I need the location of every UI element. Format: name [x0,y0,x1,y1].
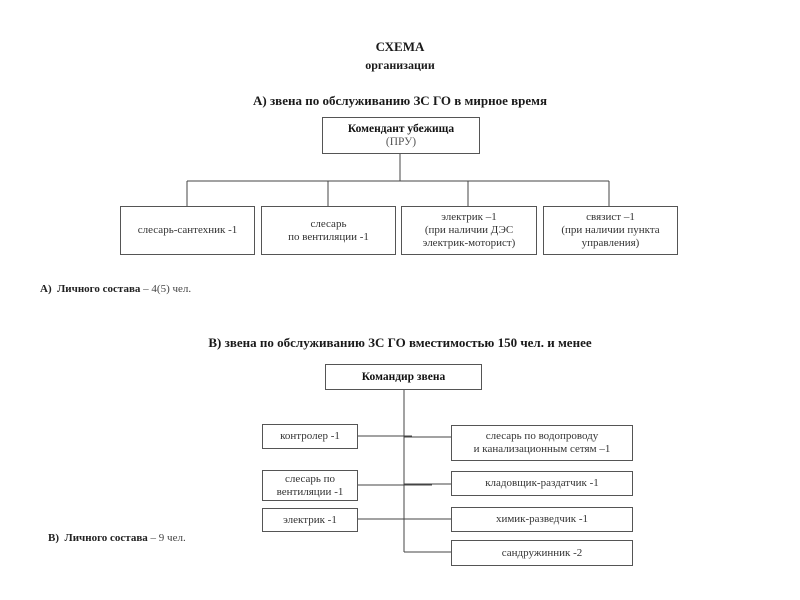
plumber-box: слесарь-сантехник -1 [120,206,255,255]
section-b-staff-note: В) Личного состава – 9 чел. [48,532,186,544]
note-prefix: В) [48,532,59,544]
commandant-box: Комендант убежища (ПРУ) [322,117,480,154]
signalman-box: связист –1 (при наличии пункта управлени… [543,206,678,255]
note-prefix: А) [40,283,52,295]
water-sewer-fitter-box: слесарь по водопроводу и канализационным… [451,425,633,461]
signalman-label-2: (при наличии пункта [561,224,660,236]
electrician-b-box: электрик -1 [262,508,358,532]
section-b-heading: В) звена по обслуживанию ЗС ГО вместимос… [208,335,592,350]
note-label: Личного состава [64,532,148,544]
note-value: – 9 чел. [150,532,186,544]
storekeeper-box: кладовщик-раздатчик -1 [451,471,633,496]
chemical-scout-box: химик-разведчик -1 [451,507,633,532]
commandant-title: Комендант убежища [347,122,455,135]
electrician-b-label: электрик -1 [283,513,337,526]
ventilation-fitter-label-1: слесарь [310,217,347,230]
electrician-box: электрик –1 (при наличии ДЭС электрик-мо… [401,206,537,255]
ventilation-fitter-b-label-2: вентиляции -1 [276,485,344,498]
ventilation-fitter-box: слесарь по вентиляции -1 [261,206,396,255]
signalman-label-1: связист –1 [586,211,635,223]
ventilation-fitter-label-2: по вентиляции -1 [288,230,369,243]
ventilation-fitter-b-label-1: слесарь по [284,472,336,485]
section-a-heading: А) звена по обслуживанию ЗС ГО в мирное … [252,93,548,108]
section-a-staff-note: А) Личного состава – 4(5) чел. [40,283,191,295]
chemical-scout-label: химик-разведчик -1 [495,513,589,525]
electrician-label-3: электрик-моторист) [422,237,516,249]
controller-box: контролер -1 [262,424,358,449]
electrician-label-2: (при наличии ДЭС [424,224,514,236]
ventilation-fitter-b-box: слесарь по вентиляции -1 [262,470,358,501]
medic-box: сандружинник -2 [451,540,633,566]
diagram-subtitle: организации [365,58,435,72]
water-sewer-fitter-label-1: слесарь по водопроводу [485,430,599,442]
squad-leader-box: Командир звена [325,364,482,390]
electrician-label-1: электрик –1 [441,211,497,223]
water-sewer-fitter-label-2: и канализационным сетям –1 [473,443,611,455]
commandant-subtitle: (ПРУ) [385,135,417,148]
note-value: – 4(5) чел. [143,283,192,295]
squad-leader-title: Командир звена [361,370,446,383]
plumber-label: слесарь-сантехник -1 [137,224,238,236]
note-label: Личного состава [57,283,141,295]
diagram-title: СХЕМА [375,39,425,54]
storekeeper-label: кладовщик-раздатчик -1 [485,477,599,489]
medic-label: сандружинник -2 [501,546,583,559]
controller-label: контролер -1 [280,430,340,442]
signalman-label-3: управления) [581,237,640,249]
